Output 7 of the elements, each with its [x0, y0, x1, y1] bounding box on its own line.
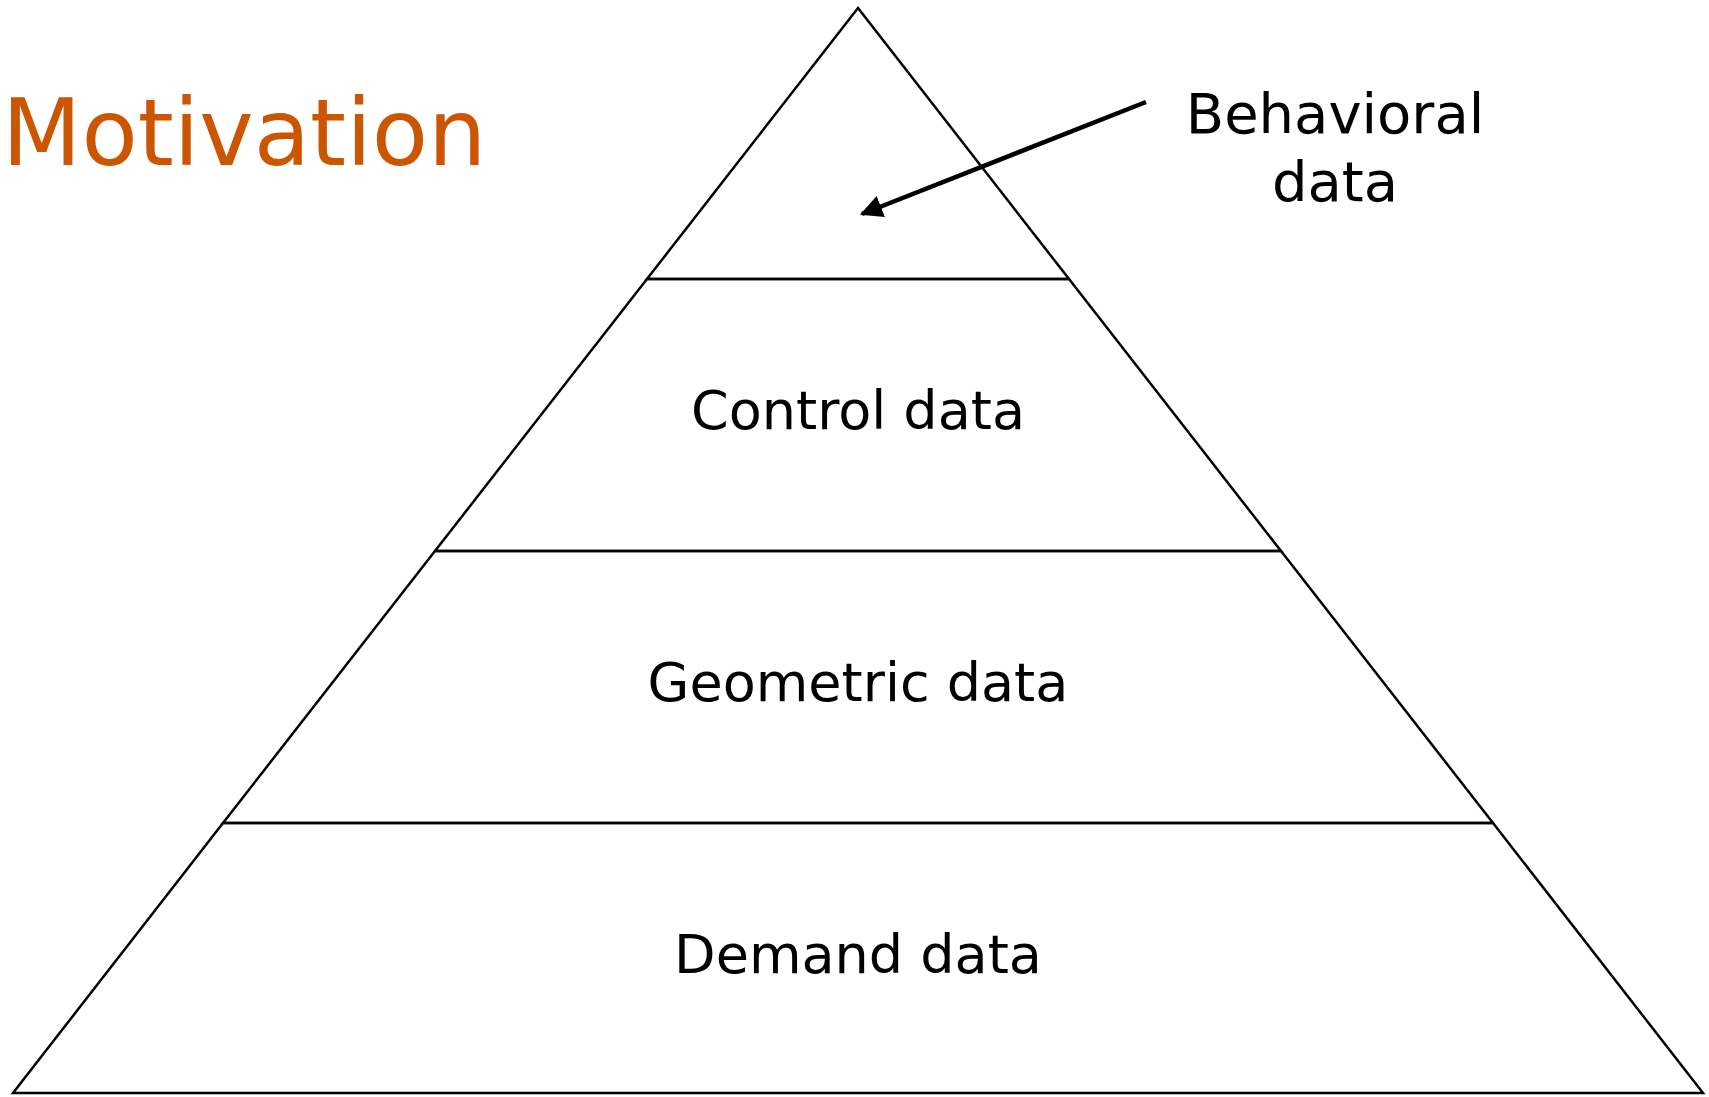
pyramid-tier: Demand data — [13, 823, 1703, 1093]
slide-title: Motivation — [2, 80, 487, 187]
arrow — [859, 99, 1147, 218]
pyramid-tier: Control data — [435, 279, 1281, 551]
pyramid-tier: Geometric data — [223, 551, 1493, 823]
callout-text: Behavioral data — [1150, 80, 1520, 220]
pyramid-apex — [647, 8, 1069, 279]
